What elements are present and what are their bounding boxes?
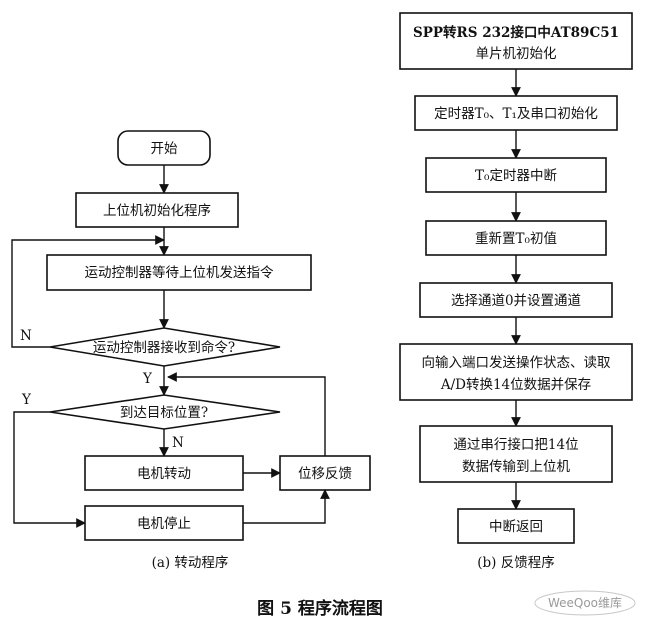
select-channel-box (419, 282, 613, 318)
send-read-label-1: 向输入端口发送操作状态、读取 (422, 355, 611, 371)
timer-init-label: 定时器T₀、T₁及串口初始化 (434, 105, 598, 122)
transmit-label-2: 数据传输到上位机 (462, 459, 570, 475)
t0-interrupt-label: T₀定时器中断 (475, 168, 557, 184)
send-read-box (399, 343, 633, 401)
watermark: WeeQoo维库 (534, 590, 636, 616)
yes-label-1: Y (142, 371, 153, 387)
arrow-feedback-loop (167, 372, 326, 456)
arrow-no-loop (11, 235, 165, 348)
no-label-2: N (172, 435, 184, 451)
return-label: 中断返回 (489, 519, 543, 535)
arrow-yes-to-stop (13, 411, 86, 528)
no-label-1: N (20, 328, 32, 344)
select-channel-label: 选择通道0并设置通道 (451, 293, 581, 309)
motor-stop-box (84, 505, 244, 541)
caption-a: (a) 转动程序 (152, 555, 229, 571)
init-box (75, 192, 239, 228)
figure-title: 图 5 程序流程图 (257, 598, 383, 619)
motor-run-box (84, 455, 244, 491)
watermark-text: WeeQoo维库 (548, 595, 622, 610)
feedback-box (279, 455, 371, 491)
decision-cmd-label: 运动控制器接收到命令? (93, 339, 235, 356)
init-label: 上位机初始化程序 (103, 202, 211, 219)
reset-t0-box (425, 220, 607, 256)
reset-t0-label: 重新置T₀初值 (475, 230, 557, 247)
mcu-init-label-2: 单片机初始化 (476, 45, 557, 62)
feedback-label: 位移反馈 (298, 466, 352, 482)
wait-box (46, 254, 312, 291)
arrow-stop-to-feedback (243, 489, 330, 524)
motor-stop-label: 电机停止 (137, 515, 191, 532)
start-label: 开始 (151, 141, 178, 157)
caption-b: (b) 反馈程序 (477, 555, 554, 571)
motor-run-label: 电机转动 (137, 466, 191, 482)
left-flowchart: 开始 上位机初始化程序 运动控制器等待上位机发送指令 运动控制器接收到命令? N… (11, 130, 371, 571)
send-read-label-2: A/D转换14位数据并保存 (440, 377, 591, 393)
mcu-init-label-1: SPP转RS 232接口中AT89C51 (413, 24, 619, 41)
decision-cmd (49, 327, 281, 367)
transmit-label-1: 通过串行接口把14位 (453, 436, 578, 453)
yes-label-2: Y (21, 392, 32, 408)
return-box (457, 508, 575, 544)
t0-interrupt-box (425, 157, 607, 193)
decision-target-label: 到达目标位置? (120, 405, 208, 421)
right-flowchart: SPP转RS 232接口中AT89C51 单片机初始化 定时器T₀、T₁及串口初… (399, 12, 633, 571)
decision-target (49, 394, 281, 430)
transmit-box (419, 425, 613, 483)
wait-label: 运动控制器等待上位机发送指令 (85, 264, 274, 281)
timer-init-box (414, 95, 618, 131)
